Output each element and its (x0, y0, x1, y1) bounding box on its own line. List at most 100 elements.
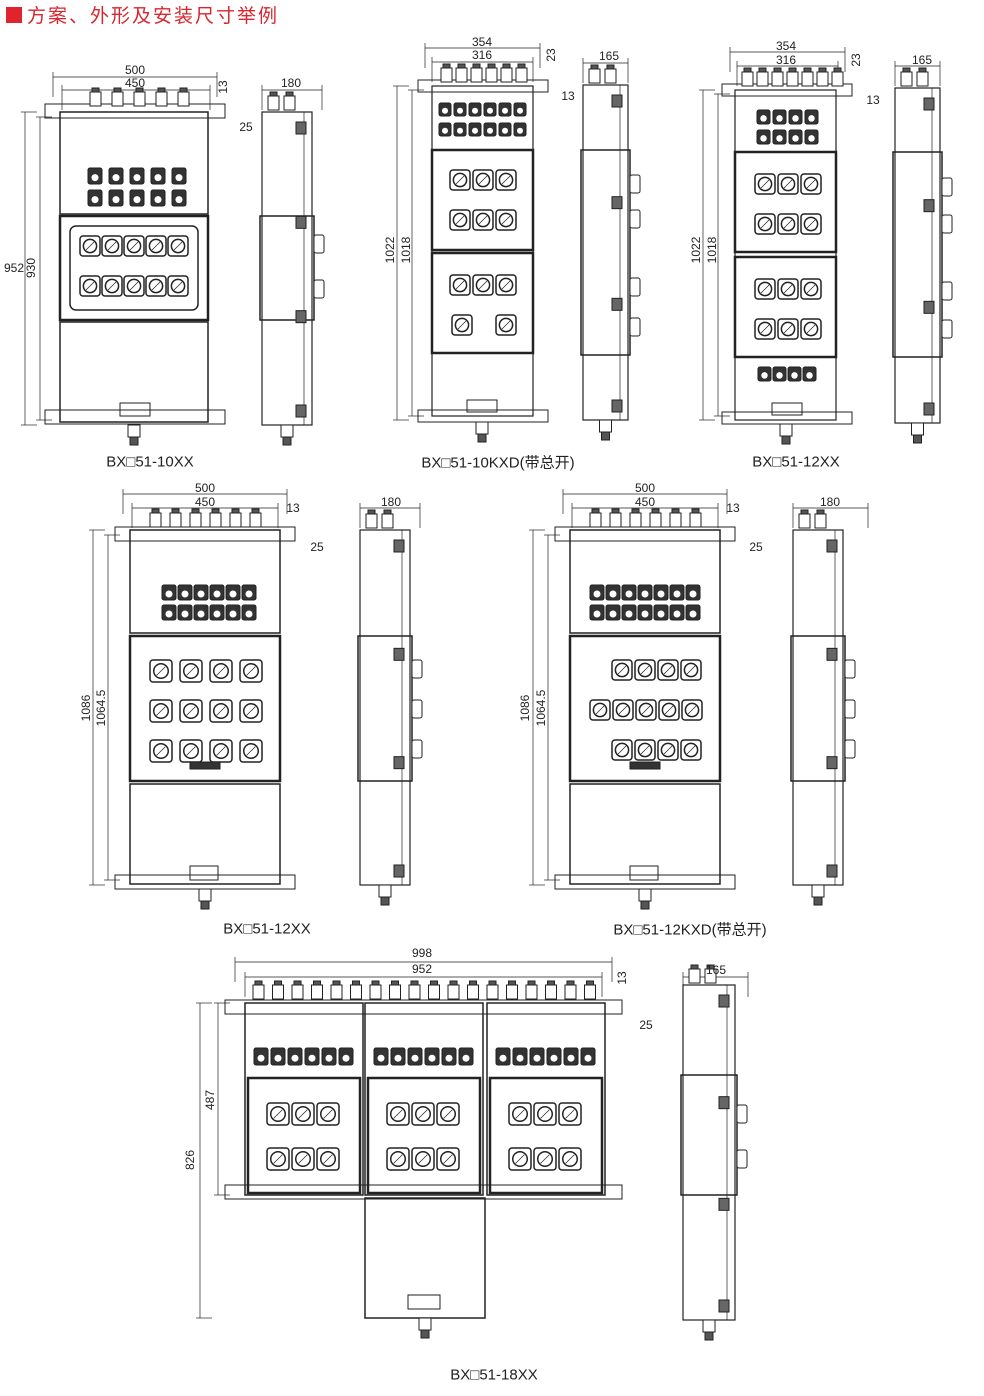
cable-gland-icon (378, 884, 392, 898)
switch-handle-icon (760, 219, 770, 229)
socket-hole-icon (584, 1054, 592, 1062)
switch-handle-icon (107, 281, 117, 291)
socket-hole-icon (641, 590, 649, 598)
cable-gland-icon (293, 980, 302, 986)
switch-handle-icon (501, 280, 511, 290)
cable-gland-icon (410, 980, 419, 986)
switch-handle-icon (457, 320, 467, 330)
switch-handle-icon (186, 706, 196, 716)
switch-dial-icon (803, 281, 819, 297)
cable-gland-icon (229, 512, 242, 528)
switch-dial-icon (452, 212, 468, 228)
switch-handle-icon (393, 1154, 403, 1164)
switch-handle-icon (85, 241, 95, 251)
switch-handle-icon (783, 179, 793, 189)
side-view-body (894, 87, 941, 424)
cable-gland-icon (428, 984, 440, 1000)
cable-gland-icon (252, 984, 265, 1000)
switch-handle-icon (760, 324, 770, 334)
hinge-icon (923, 199, 935, 213)
switch-dial-icon (152, 702, 170, 720)
terminal-module (364, 1197, 486, 1319)
cable-gland-icon (133, 91, 146, 107)
cable-gland-icon (706, 964, 715, 970)
cable-gland-icon (179, 87, 188, 93)
dim-flange: 13 (726, 501, 740, 515)
dim-flange: 13 (615, 971, 629, 985)
socket-hole-icon (442, 107, 448, 114)
switch-dial-icon (294, 1150, 312, 1168)
switch-dial-icon (294, 1105, 312, 1123)
cable-gland-icon (285, 91, 294, 97)
socket-hole-icon (445, 1054, 453, 1062)
switch-dial-icon (242, 742, 260, 760)
switch-handle-icon (760, 284, 770, 294)
socket-hole-icon (533, 1054, 541, 1062)
switch-handle-icon (156, 746, 166, 756)
dim-flange: 23 (544, 48, 558, 62)
socket-hole-icon (197, 610, 205, 618)
cable-gland-icon (352, 980, 360, 986)
switch-dial-icon (661, 702, 677, 718)
side-view-switch-knob (411, 739, 423, 759)
socket-module (569, 529, 721, 634)
cable-gland-icon (814, 513, 827, 529)
dim-offset: 25 (639, 1018, 653, 1032)
cable-gland-icon (350, 984, 362, 1000)
socket-hole-icon (213, 590, 221, 598)
switch-handle-icon (664, 705, 674, 715)
socket-hole-icon (428, 1054, 436, 1062)
switch-handle-icon (760, 179, 770, 189)
mounting-flange (44, 409, 226, 425)
hinge-icon (611, 399, 623, 413)
cable-gland-icon (383, 509, 392, 515)
cable-gland-icon (702, 1319, 716, 1333)
switch-dial-icon (683, 742, 699, 758)
cable-gland-icon (283, 95, 296, 111)
cable-gland-icon (198, 888, 212, 902)
cable-gland-icon (369, 984, 382, 1000)
socket-module (59, 111, 209, 215)
socket-hole-icon (806, 372, 813, 379)
socket-hole-icon (165, 590, 173, 598)
dim-offset: 13 (866, 93, 880, 107)
switch-handle-icon (443, 1154, 453, 1164)
mounting-flange (721, 411, 853, 425)
switch-handle-icon (783, 284, 793, 294)
switch-dial-icon (182, 742, 200, 760)
cable-gland-icon (811, 884, 825, 898)
socket-hole-icon (625, 590, 633, 598)
figure-caption: BX□51-10KXD(带总开) (421, 454, 575, 472)
side-view-switch-knob (313, 234, 325, 254)
socket-hole-icon (91, 174, 99, 182)
switch-handle-icon (173, 241, 183, 251)
dim-flange: 13 (216, 80, 230, 94)
hinge-icon (393, 647, 405, 661)
switch-dial-icon (414, 1150, 432, 1168)
switch-dial-icon (212, 742, 230, 760)
switch-dial-icon (475, 212, 491, 228)
terminal-module (59, 321, 209, 423)
cable-gland-icon (629, 512, 642, 528)
dim-mount-height: 930 (24, 257, 38, 279)
enclosure-body (734, 89, 837, 421)
dim-overall-height: 1086 (79, 694, 93, 722)
cable-gland-icon (91, 87, 100, 93)
cable-gland-icon (113, 87, 122, 93)
switch-handle-icon (565, 1109, 575, 1119)
switch-dial-icon (614, 742, 630, 758)
switch-handle-icon (418, 1109, 428, 1119)
socket-hole-icon (154, 196, 162, 204)
socket-hole-icon (229, 610, 237, 618)
figure-caption: BX□51-12KXD(带总开) (613, 921, 767, 939)
switch-dial-icon (561, 1105, 579, 1123)
socket-hole-icon (274, 1054, 282, 1062)
mounting-flange (554, 874, 736, 890)
switch-handle-icon (151, 241, 161, 251)
switch-handle-icon (273, 1109, 283, 1119)
switch-handle-icon (151, 281, 161, 291)
cable-gland-icon (588, 68, 601, 84)
switch-dial-icon (389, 1105, 407, 1123)
side-view-module (259, 215, 315, 321)
cable-gland-icon (609, 512, 622, 528)
